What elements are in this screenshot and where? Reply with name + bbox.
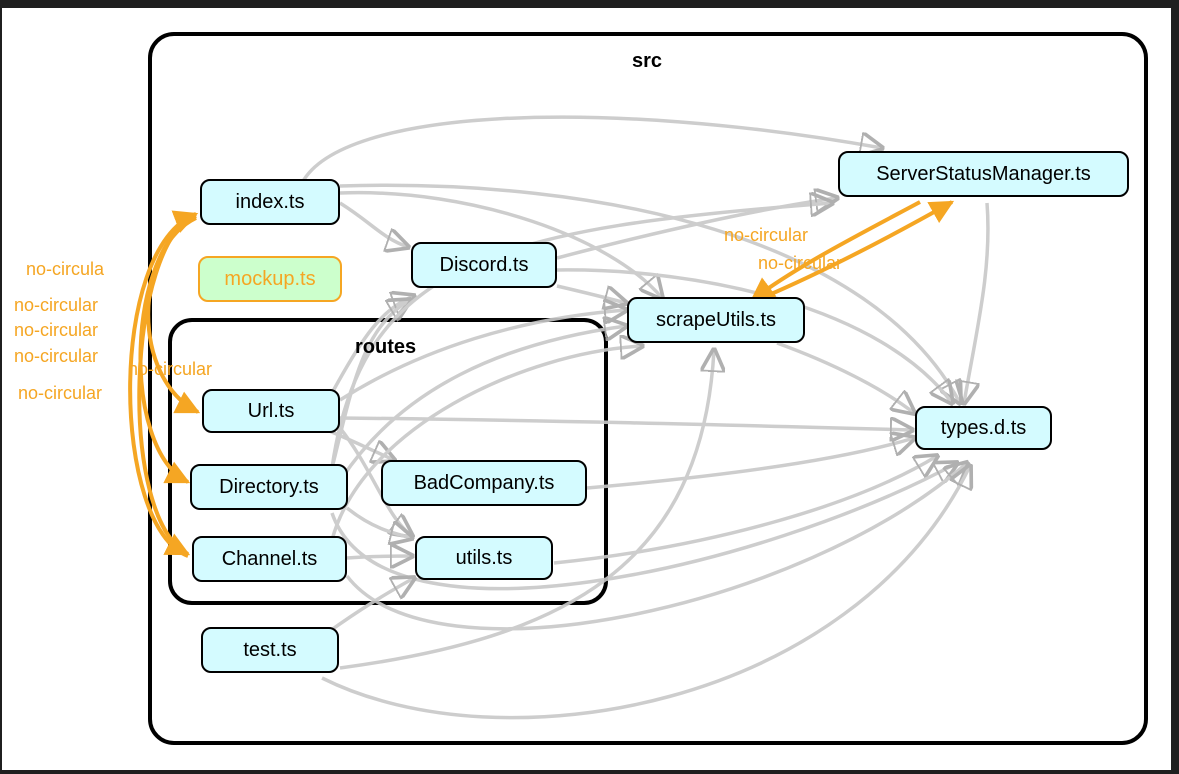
- node-discord[interactable]: Discord.ts: [411, 242, 557, 288]
- edge-channel-scrape-utils: [330, 346, 642, 541]
- edge-directory-types: [330, 463, 957, 591]
- edge-discord-server-status-manager: [556, 198, 837, 260]
- edge-circular-index-url: [146, 216, 201, 414]
- edge-bad-company-types: [586, 438, 914, 490]
- edge-circular-index-directory: [138, 214, 197, 484]
- edge-directory-scrape-utils: [340, 326, 626, 479]
- node-test[interactable]: test.ts: [201, 627, 339, 673]
- node-index[interactable]: index.ts: [200, 179, 340, 225]
- edge-label-url-index: no-circular: [128, 359, 213, 379]
- edge-index-types: [339, 183, 960, 403]
- edge-index-scrape-utils: [339, 190, 662, 298]
- edge-url-scrape-utils: [339, 310, 626, 402]
- edge-circular-channel-index: [128, 210, 199, 558]
- edge-test-types: [321, 466, 970, 720]
- edge-label-index-directory: no-circular: [14, 295, 99, 315]
- edge-discord-scrape-utils: [556, 284, 626, 303]
- edge-utils-types: [553, 456, 937, 565]
- edge-label-index-channel: no-circular: [14, 320, 99, 340]
- edge-test-scrape-utils: [339, 350, 714, 670]
- edge-scrape-utils-types: [776, 341, 914, 413]
- edge-label-directory-index: no-circular: [18, 383, 103, 403]
- node-url[interactable]: Url.ts: [202, 389, 340, 433]
- node-utils[interactable]: utils.ts: [415, 536, 553, 580]
- node-server-status-manager[interactable]: ServerStatusManager.ts: [838, 151, 1129, 197]
- edge-circular-ssm-scrape-utils: [750, 200, 921, 302]
- edge-circular-scrape-utils-ssm: [761, 200, 955, 300]
- edge-directory-discord: [330, 300, 410, 469]
- cluster-routes-label: routes: [355, 336, 417, 358]
- node-types[interactable]: types.d.ts: [915, 406, 1052, 450]
- edge-directory-utils: [345, 506, 412, 538]
- edge-label-scrape-ssm: no-circular: [758, 253, 843, 273]
- edge-channel-types: [345, 463, 967, 631]
- edge-index-server-status-manager: [300, 115, 882, 184]
- dependency-graph-svg: [128, 32, 1148, 745]
- edge-index-discord: [339, 201, 408, 247]
- edge-channel-utils: [346, 556, 412, 558]
- edge-server-status-manager-types: [964, 202, 990, 403]
- dependency-graph-canvas: src routes index.ts mockup.ts Discord.ts…: [2, 8, 1171, 770]
- node-directory[interactable]: Directory.ts: [190, 464, 348, 510]
- cluster-src-border: [148, 32, 1148, 745]
- edge-label-channel-index: no-circular: [14, 346, 99, 366]
- node-bad-company[interactable]: BadCompany.ts: [381, 460, 587, 506]
- node-scrape-utils[interactable]: scrapeUtils.ts: [627, 297, 805, 343]
- edge-test-utils: [325, 578, 414, 635]
- node-mockup[interactable]: mockup.ts: [198, 256, 342, 302]
- edge-label-index-url: no-circula: [26, 259, 105, 279]
- node-channel[interactable]: Channel.ts: [192, 536, 347, 582]
- edge-label-ssm-scrape: no-circular: [724, 225, 809, 245]
- cluster-src-label: src: [632, 50, 663, 72]
